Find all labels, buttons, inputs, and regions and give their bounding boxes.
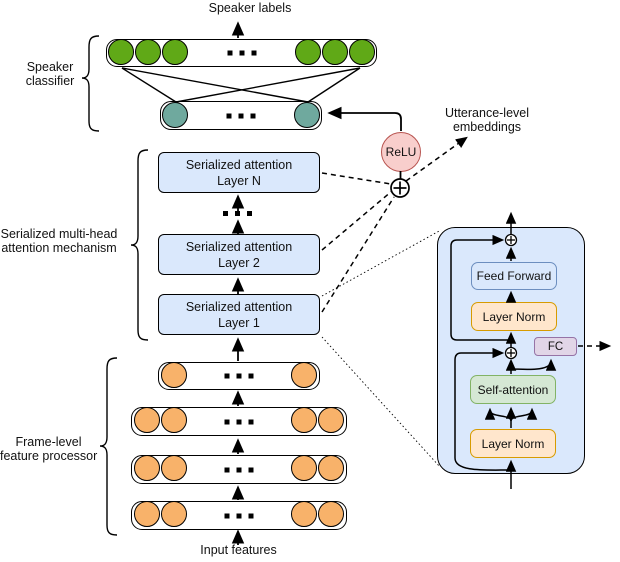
ellipsis-dots (224, 467, 254, 472)
output-node (295, 39, 321, 65)
frame-node (161, 407, 187, 433)
input-features-caption: Input features (200, 543, 277, 557)
attention-mechanism-label: Serialized multi-head attention mechanis… (0, 227, 118, 255)
ellipsis-dots (226, 113, 256, 118)
ellipsis-dots (227, 50, 256, 56)
frame-node (161, 362, 187, 388)
embedding-node (294, 102, 320, 128)
frame-row (131, 455, 347, 484)
output-node (162, 39, 188, 65)
sum-node (390, 178, 410, 198)
embedding-row (160, 101, 322, 130)
frame-node (318, 501, 344, 527)
attention-layer-n-subtitle: Layer N (217, 173, 261, 188)
attention-layer-2-subtitle: Layer 2 (218, 255, 260, 270)
attention-layer-1-box: Serialized attention Layer 1 (158, 294, 320, 335)
attention-mechanism-label-line1: Serialized multi-head (0, 227, 118, 241)
frame-node (134, 407, 160, 433)
attention-layer-n-title: Serialized attention (185, 157, 293, 172)
utterance-embeddings-label: Utterance-level embeddings (428, 106, 546, 134)
layer-ellipsis-dots (223, 211, 252, 216)
output-node (349, 39, 375, 65)
attention-layer-n-box: Serialized attention Layer N (158, 152, 320, 193)
ellipsis-dots (224, 419, 254, 424)
ellipsis-dots (224, 513, 254, 518)
fc-box: FC (534, 337, 577, 356)
attention-layer-2-title: Serialized attention (185, 239, 293, 254)
frame-processor-label: Frame-level feature processor (0, 435, 98, 463)
brace-attention-mechanism (130, 149, 149, 341)
embedding-node (162, 102, 188, 128)
frame-row (131, 407, 347, 436)
frame-row (158, 362, 320, 390)
attention-layer-1-title: Serialized attention (185, 299, 293, 314)
frame-row (131, 501, 347, 530)
frame-processor-label-line1: Frame-level (15, 435, 82, 449)
frame-processor-label-line2: feature processor (0, 448, 98, 463)
output-node (135, 39, 161, 65)
attention-mechanism-label-line2: attention mechanism (1, 240, 117, 255)
utterance-embeddings-label-line2: embeddings (452, 119, 522, 134)
speaker-classifier-label-line2: classifier (25, 73, 75, 88)
classifier-connections (121, 67, 361, 103)
frame-node (161, 455, 187, 481)
layer-norm-lower-box: Layer Norm (470, 429, 556, 458)
relu-node: ReLU (381, 132, 421, 172)
frame-node (291, 407, 317, 433)
frame-node (134, 501, 160, 527)
frame-node (291, 455, 317, 481)
utterance-embeddings-label-line1: Utterance-level (444, 106, 530, 120)
frame-node (134, 455, 160, 481)
layer-output-dashed-links (321, 172, 395, 313)
self-attention-box: Self-attention (470, 375, 556, 404)
frame-node (291, 362, 317, 388)
speaker-classifier-label: Speaker classifier (7, 60, 93, 88)
speaker-labels-caption: Speaker labels (208, 1, 292, 15)
frame-node (291, 501, 317, 527)
ellipsis-dots (224, 373, 254, 379)
classifier-output-row (106, 39, 377, 67)
relu-label: ReLU (385, 145, 417, 159)
brace-frame-processor (99, 357, 118, 536)
frame-node (161, 501, 187, 527)
attention-layer-2-box: Serialized attention Layer 2 (158, 234, 320, 275)
frame-node (318, 455, 344, 481)
speaker-classifier-label-line1: Speaker (26, 60, 74, 74)
frame-node (318, 407, 344, 433)
layer-norm-upper-box: Layer Norm (471, 302, 557, 331)
output-node (322, 39, 348, 65)
output-node (108, 39, 134, 65)
attention-layer-1-subtitle: Layer 1 (218, 315, 260, 330)
feed-forward-box: Feed Forward (471, 262, 557, 290)
